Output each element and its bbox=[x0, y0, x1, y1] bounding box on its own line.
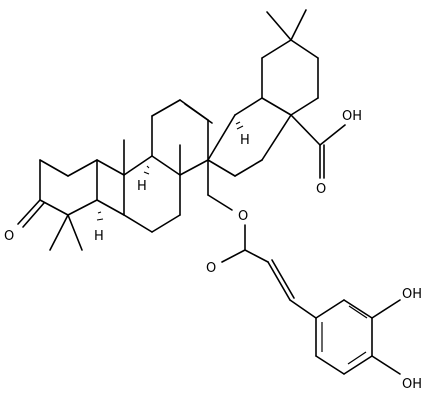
ring-b bbox=[123, 144, 181, 233]
ring-e bbox=[261, 9, 319, 116]
acid-o-label: O bbox=[316, 182, 326, 197]
h-c18-label: H bbox=[240, 133, 250, 148]
carbonyl-o-label: O bbox=[206, 261, 216, 276]
carboxylic-acid-group bbox=[290, 114, 346, 179]
catechol-ring bbox=[315, 299, 401, 375]
h-c5-label: H bbox=[94, 229, 104, 244]
atom-labels: OH O O O O OH OH H H H bbox=[4, 109, 422, 392]
ketone-o-label: O bbox=[4, 229, 14, 244]
ester-linker bbox=[207, 159, 317, 319]
ring-d bbox=[207, 97, 292, 177]
ring-c bbox=[151, 99, 213, 176]
ester-o-label: O bbox=[238, 209, 248, 224]
h-c9-label: H bbox=[137, 179, 147, 194]
phenol-oh-2-label: OH bbox=[402, 377, 422, 392]
phenol-oh-1-label: OH bbox=[402, 287, 422, 302]
acid-oh-label: OH bbox=[342, 109, 362, 124]
ring-a bbox=[17, 139, 125, 251]
